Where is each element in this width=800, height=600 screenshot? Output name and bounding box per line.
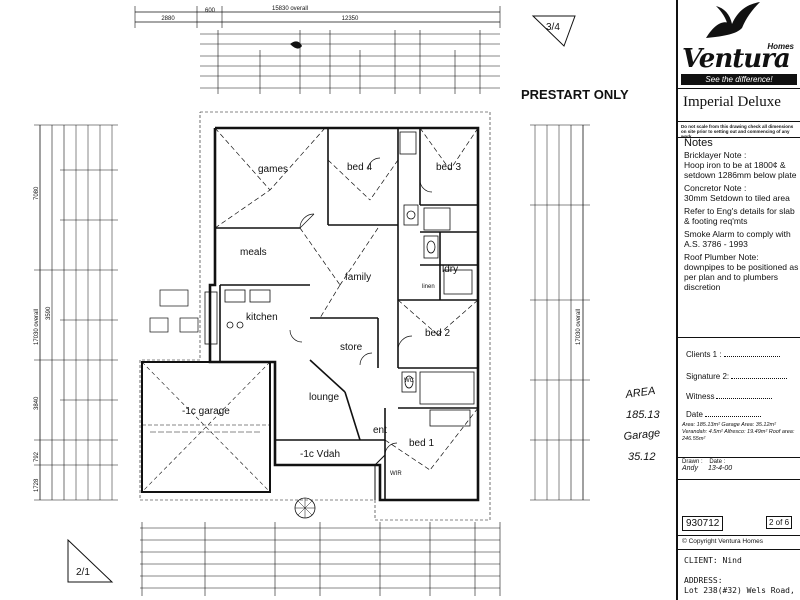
ventura-logo: Homes Ventura See the difference! (678, 0, 800, 89)
area-summary: Area: 185.13m² Garage Area: 35.12m² Vera… (678, 420, 800, 458)
dim-seg-b: 600 (205, 8, 216, 14)
disclaimer: Do not scale from this drawing check all… (678, 122, 800, 139)
overall-width-dim: 15830 overall (272, 6, 308, 12)
room-laundry: ldry (442, 264, 458, 275)
room-bed2: bed 2 (425, 328, 450, 339)
address: ADDRESS: Lot 238(#32) Wels Road, (684, 576, 795, 595)
note-item: Roof Plumber Note:downpipes to be positi… (684, 252, 799, 292)
note-item: Smoke Alarm to comply with A.S. 3786 - 1… (684, 229, 791, 249)
handwritten-area-value: 185.13 (626, 409, 661, 421)
brand-homes: Homes (767, 42, 794, 51)
room-kitchen: kitchen (246, 312, 278, 323)
drawn-info: Drawn : Date : Andy 13-4-00 (678, 458, 800, 480)
room-bed4: bed 4 (347, 162, 372, 173)
handwritten-garage-label: Garage (623, 427, 661, 443)
sheet-indicator-top: 3/4 (546, 22, 560, 33)
room-bed1: bed 1 (409, 438, 434, 449)
room-garage: -1c garage (182, 406, 230, 417)
client-name: CLIENT: Nind (684, 556, 742, 565)
brand-name: Ventura (682, 44, 791, 74)
dim-left-top: 7080 (34, 186, 40, 200)
notes-section: Notes Bricklayer Note :Hoop iron to be a… (678, 138, 800, 338)
bird-icon (706, 2, 760, 38)
brand-tagline: See the difference! (681, 74, 797, 85)
dim-left-mid: 3590 (46, 306, 52, 320)
dim-left-low: 3840 (34, 396, 40, 410)
job-number: 930712 (682, 516, 724, 531)
room-family: family (345, 272, 371, 283)
signature-field: Signature 2: (686, 372, 788, 381)
room-store: store (340, 342, 363, 353)
room-games: games (258, 164, 288, 175)
dim-left-b: 1728 (34, 478, 40, 492)
sheet-number: 2 of 6 (766, 516, 793, 529)
date-field: Date (686, 410, 761, 419)
title-block: Homes Ventura See the difference! Imperi… (676, 0, 800, 600)
room-linen: linen (422, 284, 435, 290)
job-number-row: 930712 2 of 6 (678, 510, 800, 536)
dim-left-a: 792 (34, 451, 40, 462)
design-name: Imperial Deluxe (678, 88, 800, 122)
room-wir: WIR (390, 471, 402, 477)
room-wc: WC (404, 378, 415, 384)
room-bed3: bed 3 (436, 162, 461, 173)
handwritten-garage-value: 35.12 (628, 451, 656, 463)
room-meals: meals (240, 247, 267, 258)
dim-left-overall: 17030 overall (34, 309, 40, 345)
note-item: Bricklayer Note :Hoop iron to be at 1800… (684, 150, 797, 180)
clients-field: Clients 1 : (686, 350, 780, 359)
dim-seg-a: 2880 (161, 16, 175, 22)
witness-field: Witness (686, 392, 773, 401)
dim-right-overall: 17030 overall (576, 309, 582, 345)
copyright: © Copyright Ventura Homes (678, 536, 800, 550)
prestart-stamp: PRESTART ONLY (521, 87, 629, 102)
dim-seg-c: 12350 (342, 16, 359, 22)
note-item: Refer to Eng's details for slab & footin… (684, 206, 795, 226)
room-entry: ent (373, 425, 387, 436)
note-item: Concretor Note :30mm Setdown to tiled ar… (684, 183, 790, 203)
notes-title: Notes (684, 137, 713, 149)
room-lounge: lounge (309, 392, 339, 403)
sheet-indicator-bottom: 2/1 (76, 567, 90, 578)
room-verandah: -1c Vdah (300, 449, 340, 460)
handwritten-area-label: AREA (624, 385, 656, 401)
